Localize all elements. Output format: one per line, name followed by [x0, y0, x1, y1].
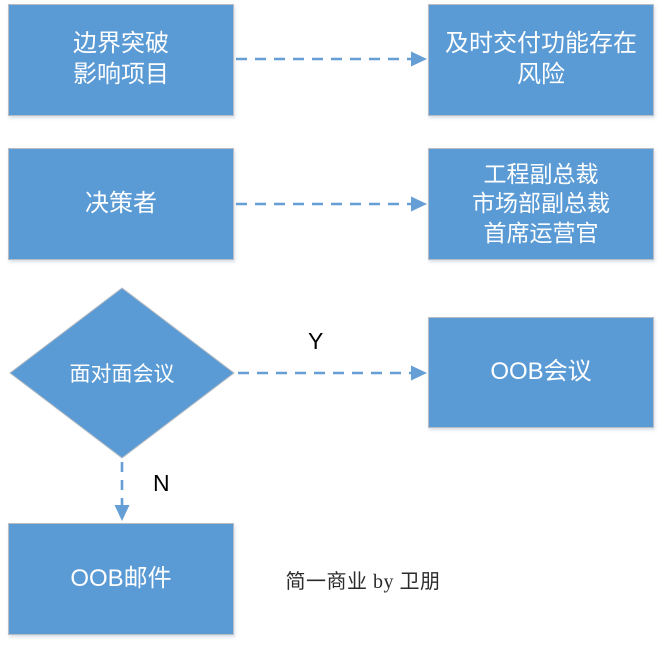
flow-box-oob-email-line1: OOB邮件 [70, 564, 172, 592]
arrow-trigger-to-risk [236, 51, 427, 67]
diamond-shape [9, 287, 235, 459]
flow-box-risk: 及时交付功能存在 风险 [428, 4, 654, 116]
edge-label-yes: Y [308, 328, 324, 354]
flow-box-executives-line2: 市场部副总裁 [472, 190, 610, 217]
flow-box-oob-meeting: OOB会议 [428, 317, 654, 428]
watermark-text: 简一商业 by 卫朋 [285, 571, 441, 593]
flow-box-decision-maker-line1: 决策者 [85, 189, 157, 217]
edge-label-no: N [153, 470, 170, 496]
flow-box-risk-line2: 风险 [517, 61, 565, 88]
flow-box-decision-maker: 决策者 [8, 148, 234, 260]
arrow-decisionmaker-to-executives [236, 196, 427, 212]
flow-box-executives-line3: 首席运营官 [483, 219, 599, 246]
arrow-decision-yes-to-oob-meeting [238, 365, 427, 381]
arrow-decision-no-to-oob-email [114, 462, 130, 521]
flow-box-executives-line1: 工程副总裁 [483, 160, 599, 187]
flow-box-risk-line1: 及时交付功能存在 [445, 30, 637, 58]
decision-diamond-meeting: 面对面会议 [9, 287, 235, 459]
flow-box-trigger: 边界突破 影响项目 [8, 4, 234, 116]
flow-box-oob-meeting-line1: OOB会议 [490, 358, 592, 386]
decision-diamond-label: 面对面会议 [69, 363, 175, 386]
flow-box-executives: 工程副总裁 市场部副总裁 首席运营官 [428, 148, 654, 260]
flow-box-oob-email: OOB邮件 [8, 523, 234, 635]
flow-box-trigger-line1: 边界突破 [73, 30, 169, 58]
flow-box-trigger-line2: 影响项目 [73, 61, 169, 88]
